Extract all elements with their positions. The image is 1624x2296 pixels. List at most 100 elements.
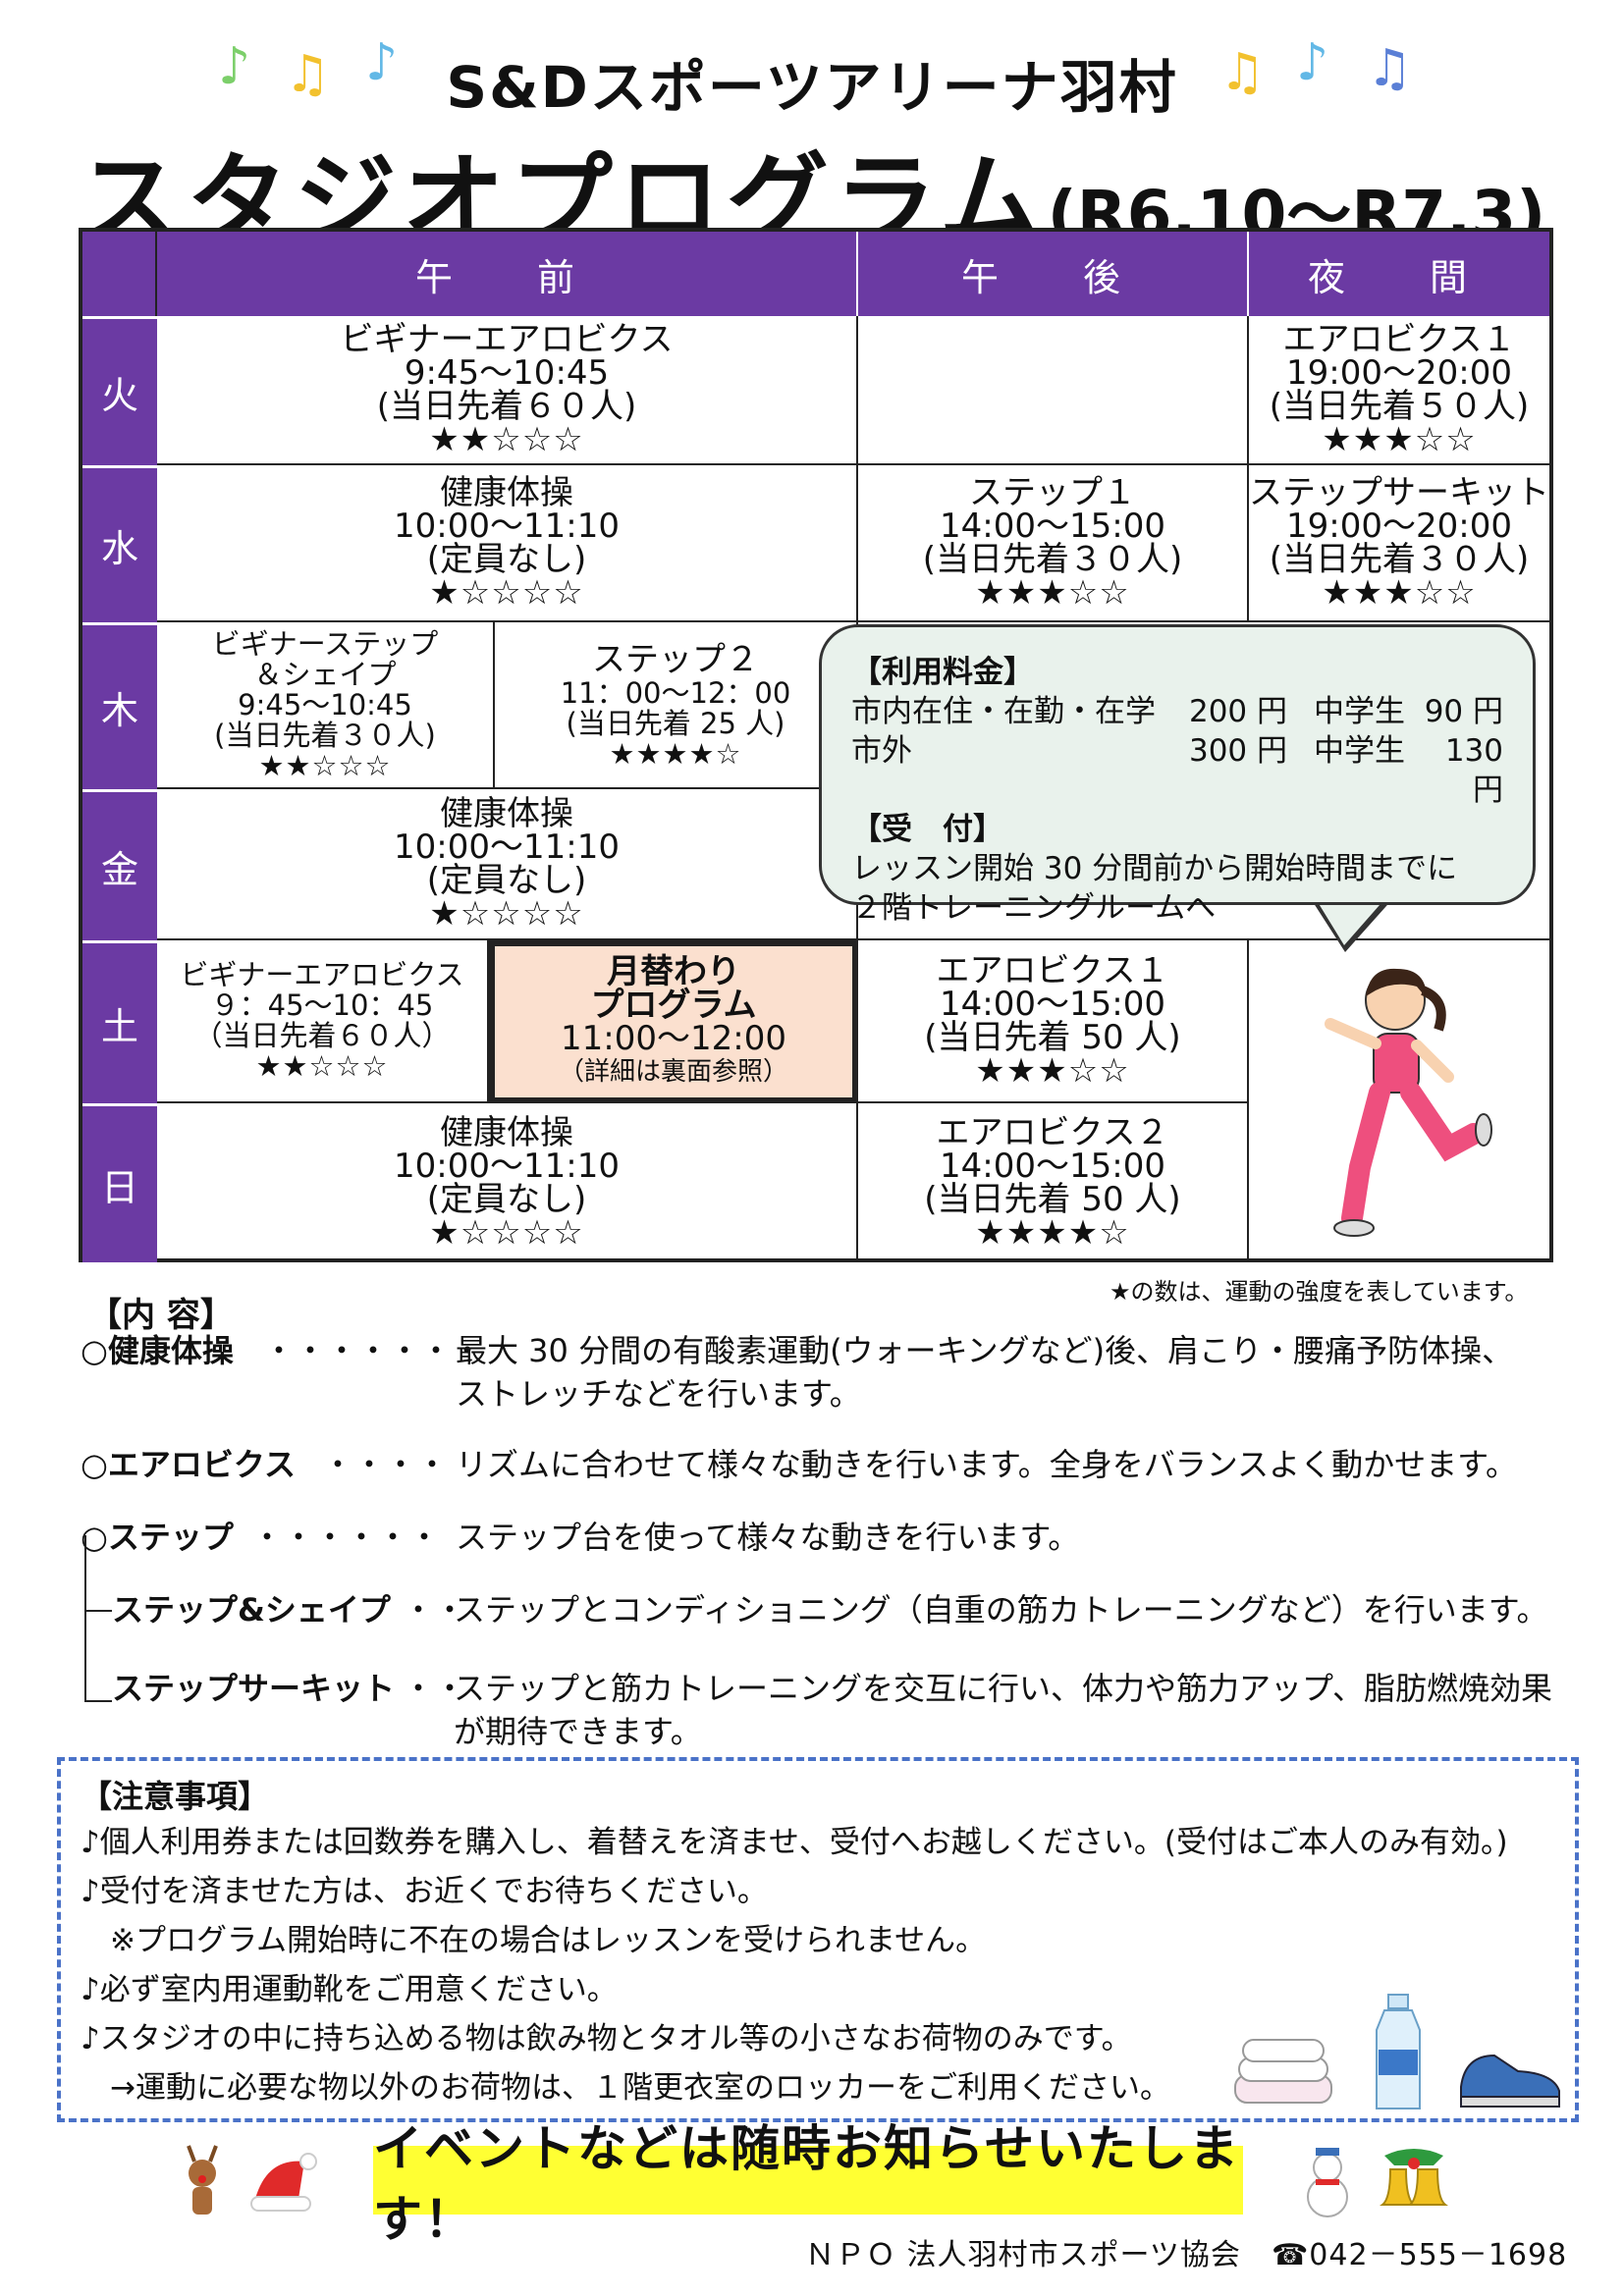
intensity-stars: ★★☆☆☆ [258,748,392,782]
program-capacity: (当日先着５０人) [1269,387,1530,426]
intensity-legend-note: ★の数は、運動の強度を表しています。 [1110,1278,1529,1306]
program-name: 月替わり [607,952,740,991]
content-desc-line: が期待できます。 [454,1713,702,1750]
fee-junior: 90 円 [1424,694,1503,729]
caution-line: ♪スタジオの中に持ち込める物は飲み物とタオル等の小さなお荷物のみです。 [81,2021,1132,2056]
towel-icon [1234,2039,1332,2104]
program-name: ビギナーステップ [211,626,439,661]
program-name: エアロビクス２ [936,1113,1169,1152]
cautions-box: 【注意事項】 ♪個人利用券または回数券を購入し、着替えを済ませ、受付へお越しくだ… [57,1757,1579,2122]
content-item: ステップサーキット ・・ ステップと筋カトレーニングを交互に行い、体力や筋力アッ… [112,1667,1552,1753]
program-name: 健康体操 [440,794,573,833]
program-cell: エアロビクス２ 14:00～15:00 (当日先着 50 人) ★★★★☆ [858,1103,1249,1262]
program-capacity: (当日先着 50 人) [924,1018,1181,1057]
tree-branch [84,1610,112,1612]
program-cell: ステップ２ 11：00～12：00 (当日先着 25 人) ★★★★☆ [495,622,858,789]
column-header-night: 夜 間 [1249,232,1549,316]
program-cell: ビギナーエアロビクス 9:45～10:45 (当日先着６０人) ★★☆☆☆ [157,316,858,465]
program-name: エアロビクス１ [936,951,1169,990]
header-corner [82,232,157,316]
program-time: 9:45～10:45 [404,353,610,393]
program-time: 14:00～15:00 [940,985,1165,1024]
venue-name: S&Dスポーツアリーナ羽村 [446,54,1178,121]
program-capacity: （当日先着６０人） [193,1019,451,1052]
day-label-wed: 水 [82,465,157,622]
intensity-stars: ★★☆☆☆ [255,1049,389,1083]
intensity-stars: ★★★★☆ [975,1213,1130,1253]
caution-line: →運動に必要な物以外のお荷物は、１階更衣室のロッカーをご利用ください。 [110,2070,1170,2106]
fee-junior-label: 中学生 [1314,733,1405,769]
program-time: 10:00～11:10 [394,507,620,546]
program-capacity: (当日先着３０人) [1269,540,1530,579]
program-cell: エアロビクス１ 19:00～20:00 (当日先着５０人) ★★★☆☆ [1249,316,1549,465]
program-time: 19:00～20:00 [1286,507,1512,546]
program-cell: 健康体操 10:00～11:10 (定員なし) ★☆☆☆☆ [157,789,858,940]
music-note-icon: ♫ [1367,39,1413,98]
music-note-icon: ♫ [1219,43,1266,102]
caution-line: ※プログラム開始時に不在の場合はレッスンを受けられません。 [110,1923,987,1958]
program-name: ステップ１ [969,473,1136,512]
day-label-sat: 土 [82,940,157,1103]
program-cell: エアロビクス１ 14:00～15:00 (当日先着 50 人) ★★★☆☆ [858,940,1249,1103]
program-capacity: (当日先着 50 人) [924,1180,1181,1219]
program-cell: ビギナーステップ ＆シェイプ 9:45～10:45 (当日先着３０人) ★★☆☆… [157,622,495,789]
program-time: ９：45～10：45 [210,988,434,1022]
content-item: ○ステップ ・・・・・・ ステップ台を使って様々な動きを行います。 [81,1516,1079,1559]
content-desc: ステップ台を使って様々な動きを行います。 [456,1519,1080,1556]
day-label-sun: 日 [82,1103,157,1262]
program-time: 10:00～11:10 [394,1147,620,1186]
intensity-stars: ★★★☆☆ [1322,420,1477,459]
sneaker-icon [1460,2054,1560,2108]
content-dots: ・・ [403,1591,466,1629]
content-dots: ・・ [403,1670,466,1707]
program-detail-note: （詳細は裏面参照） [558,1057,788,1087]
intensity-stars: ★★★☆☆ [975,1051,1130,1091]
program-capacity: (定員なし) [426,1180,587,1219]
christmas-bells-icon [1380,2149,1448,2206]
program-name-line2: プログラム [590,986,757,1025]
program-time: 9:45～10:45 [238,687,412,721]
fee-row: 市外 300 円 中学生 130 円 [851,731,1503,810]
program-name: ビギナーエアロビクス [340,320,674,359]
content-item: ○健康体操 ・・・・・・・ 最大 30 分間の有酸素運動(ウォーキングなど)後、… [81,1329,1513,1415]
fee-junior: 130 円 [1444,733,1503,808]
content-dots: ・・・・ [322,1446,449,1483]
program-time: 19:00～20:00 [1286,353,1512,393]
empty-cell [858,316,1249,465]
organization-name: ＮＰＯ 法人羽村市スポーツ協会 [805,2238,1241,2272]
program-capacity: (定員なし) [426,540,587,579]
content-label: ステップ&シェイプ [112,1591,391,1629]
program-name: 健康体操 [440,473,573,512]
content-label: ○エアロビクス [81,1446,296,1483]
intensity-stars: ★☆☆☆☆ [429,1213,584,1253]
reindeer-icon [187,2145,218,2215]
program-capacity: (当日先着３０人) [922,540,1183,579]
program-time: 14:00～15:00 [940,507,1165,546]
intensity-stars: ★★★★☆ [609,736,742,771]
fee-adult: 200 円 [1188,694,1287,729]
fee-junior-label: 中学生 [1314,694,1405,729]
schedule-table: 午 前 午 後 夜 間 火 水 木 金 土 日 ビギナーエアロビクス 9:45～… [79,228,1553,1262]
program-cell: ビギナーエアロビクス ９：45～10：45 （当日先着６０人） ★★☆☆☆ [157,940,489,1103]
content-desc: 最大 30 分間の有酸素運動(ウォーキングなど)後、肩こり・腰痛予防体操、ストレ… [456,1329,1513,1415]
exercising-woman-illustration [1325,968,1492,1237]
music-note-icon: ♪ [1296,33,1329,92]
program-cell: 健康体操 10:00～11:10 (定員なし) ★☆☆☆☆ [157,465,858,622]
contents-title: 【内 容】 [88,1296,234,1335]
program-cell: ステップ１ 14:00～15:00 (当日先着３０人) ★★★☆☆ [858,465,1249,622]
music-note-icon: ♪ [365,33,399,92]
program-name: ステップ２ [592,639,759,679]
intensity-stars: ★★★☆☆ [975,573,1130,613]
program-name: ステップサーキット [1249,473,1549,512]
program-time: 11：00～12：00 [560,675,791,710]
fee-title: 【利用料金】 [851,655,1034,690]
fee-info-bubble: 【利用料金】 市内在住・在勤・在学 200 円 中学生 90 円 市外 300 … [819,624,1536,926]
content-desc-line: 最大 30 分間の有酸素運動(ウォーキングなど)後、肩こり・腰痛予防体操、 [456,1332,1514,1369]
content-label: ○健康体操 [81,1332,234,1369]
program-cell: 健康体操 10:00～11:10 (定員なし) ★☆☆☆☆ [157,1103,858,1262]
music-note-icon: ♫ [285,45,331,104]
program-name-line2: ＆シェイプ [253,657,397,691]
fee-adult: 300 円 [1188,733,1287,769]
program-time: 10:00～11:10 [394,828,620,867]
intensity-stars: ★☆☆☆☆ [429,573,584,613]
